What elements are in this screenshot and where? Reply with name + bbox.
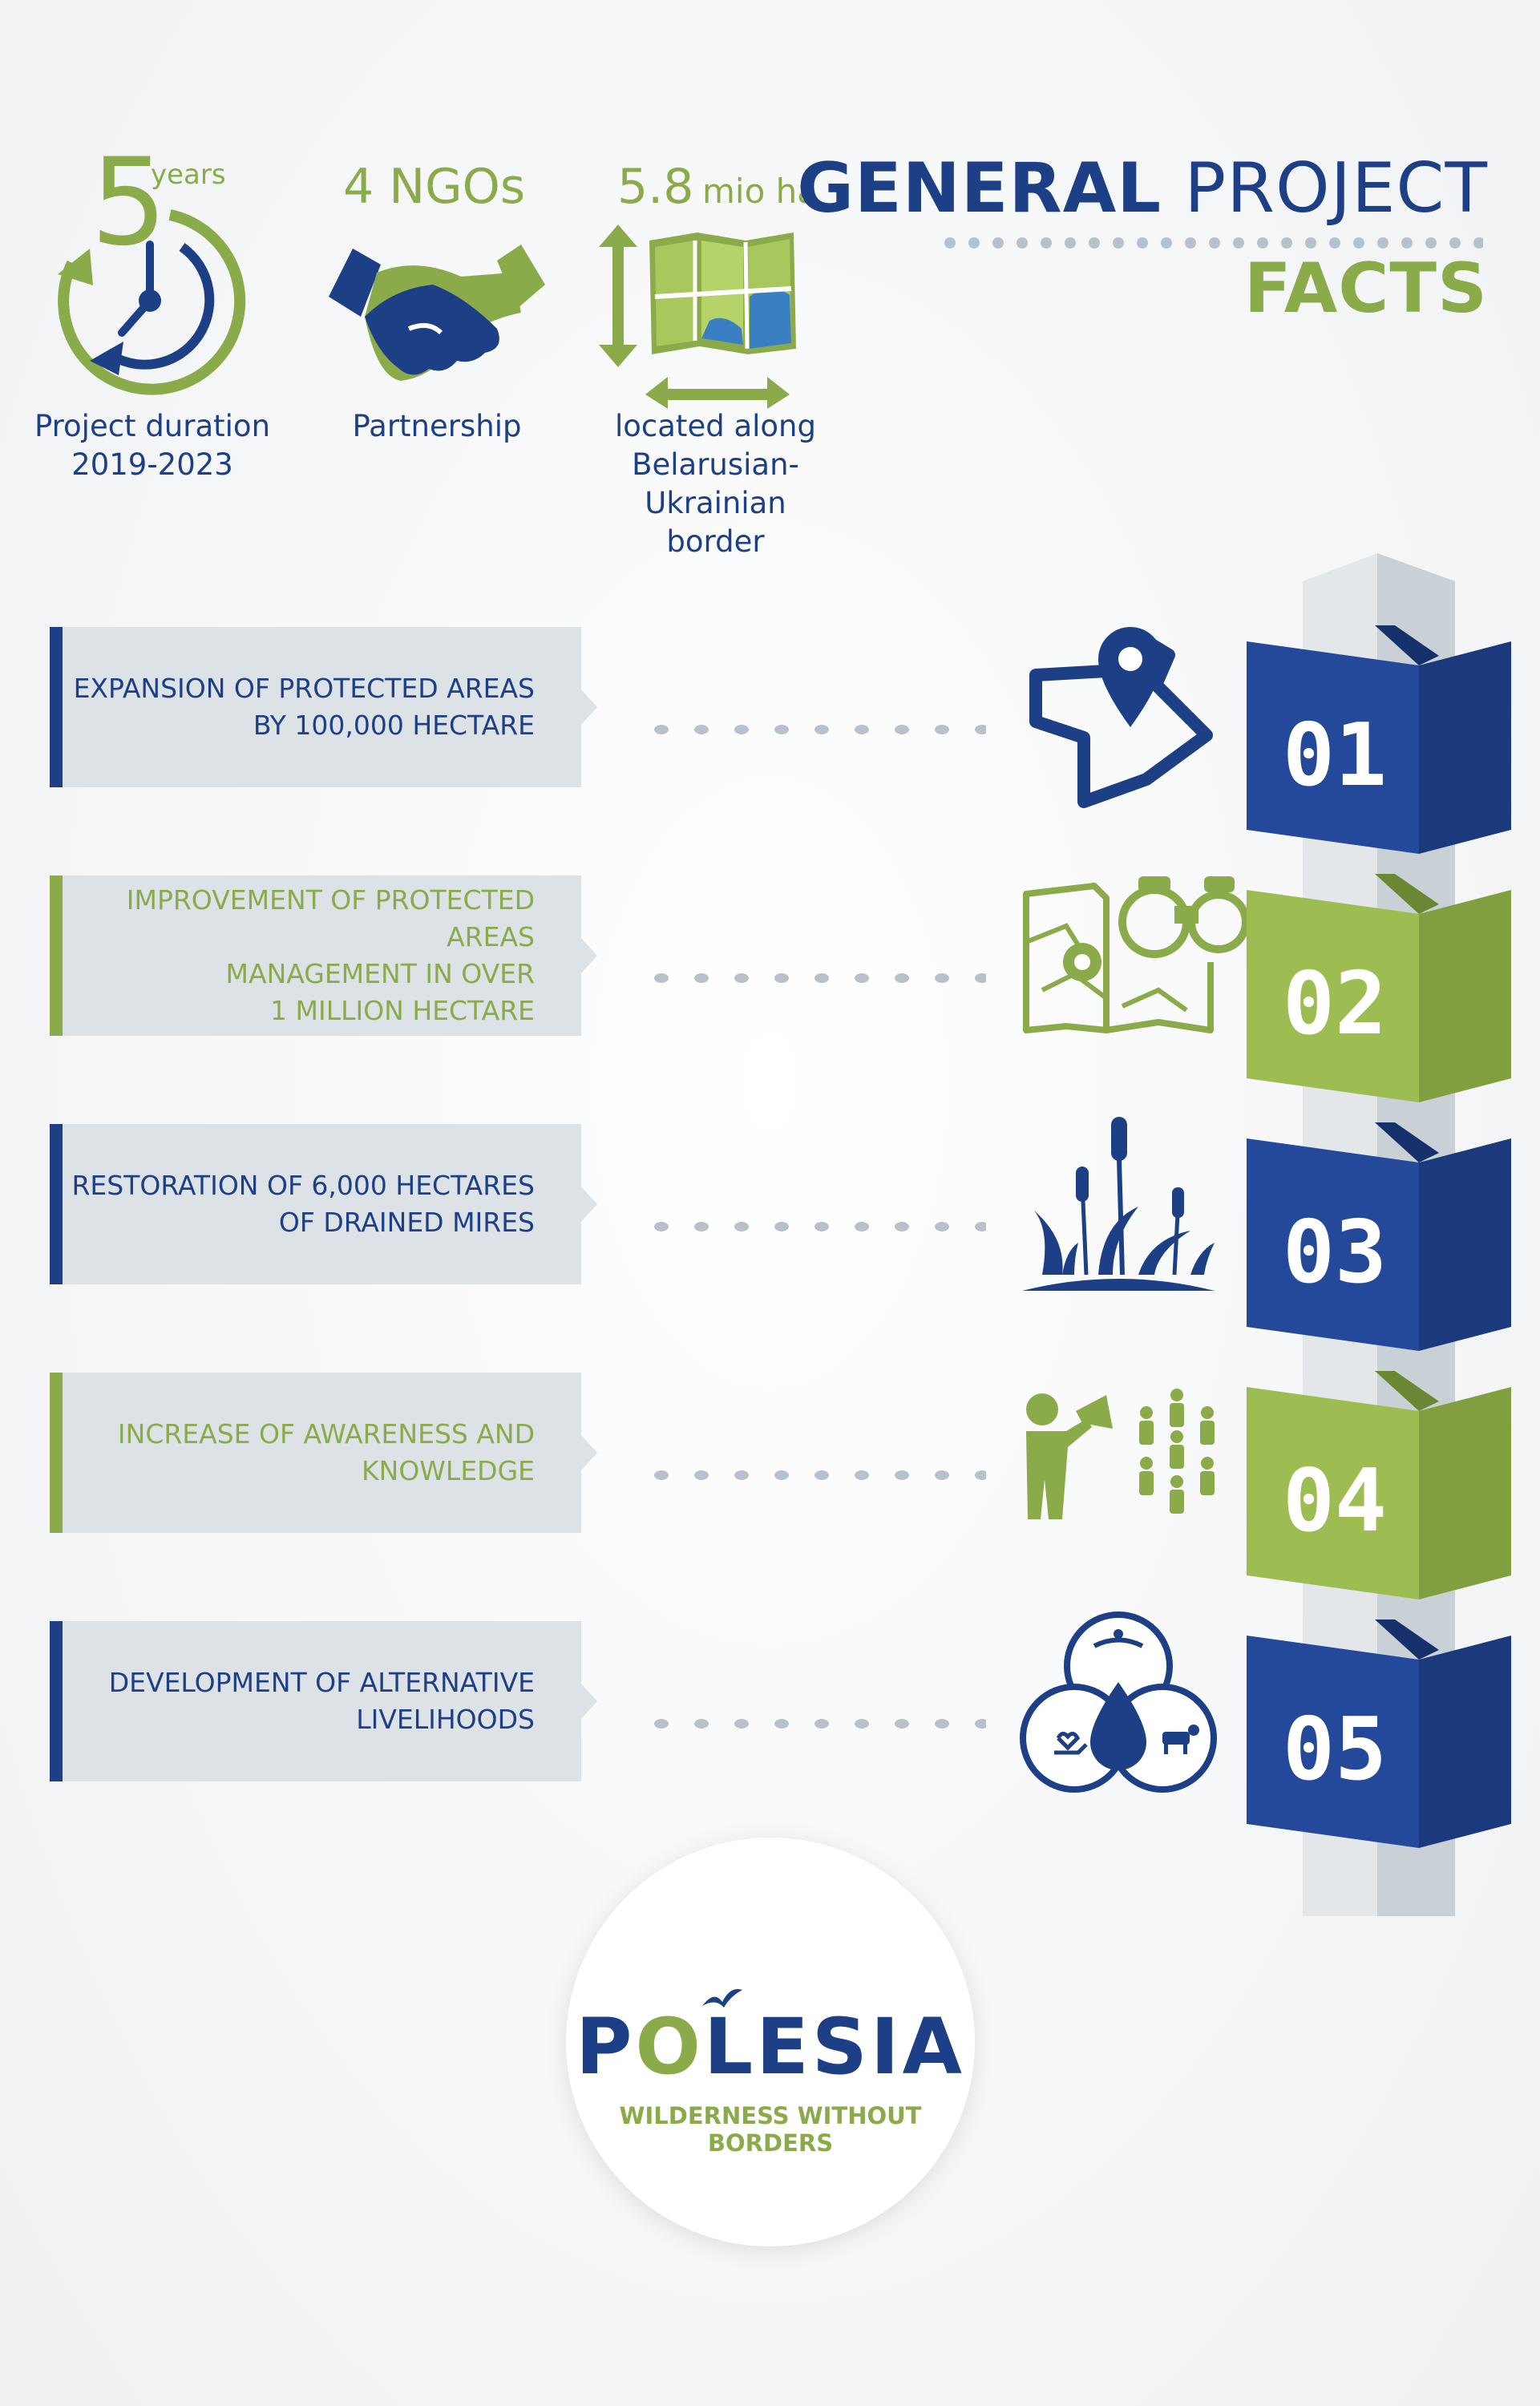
item-number: 04 [1282,1451,1388,1551]
area-number: 5.8 [617,159,694,215]
area-label-line1: located along [615,409,816,443]
duration-label-line1: Project duration [34,409,271,443]
number-block-05 [1247,1620,1511,1848]
item-connector [641,1470,986,1481]
item-line2: KNOWLEDGE [362,1455,535,1486]
item-number: 03 [1282,1203,1388,1303]
area-label-line2: Belarusian-Ukrainian [632,447,799,520]
duration-number: 5 [91,133,168,273]
area-unit: mio ha [702,172,818,211]
item-number: 02 [1282,954,1388,1054]
title-general: GENERAL [797,148,1162,228]
item-number: 05 [1282,1700,1388,1800]
item-line2: LIVELIHOODS [356,1704,535,1735]
handshake-icon [329,245,545,381]
item-line1: EXPANSION OF PROTECTED AREAS [73,673,535,704]
bird-icon [702,1989,742,2008]
area-label-line3: border [666,524,765,559]
item-text: IMPROVEMENT OF PROTECTED AREAS MANAGEMEN… [54,875,535,1036]
logo-letters-rest: LESIA [704,2002,965,2092]
title-divider [938,237,1483,249]
item-connector [641,1718,986,1729]
title-project: PROJECT [1184,148,1488,228]
livelihoods-circles-icon [1020,1611,1217,1793]
number-block-01 [1247,625,1511,854]
item-text: EXPANSION OF PROTECTED AREAS BY 100,000 … [54,627,535,787]
item-accent-bar [50,875,63,1036]
title-facts: FACTS [1243,249,1488,329]
item-line3: 1 MILLION HECTARE [270,995,535,1026]
polesia-logo: POLESIA WILDERNESS WITHOUT BORDERS [566,1838,975,2246]
item-text: DEVELOPMENT OF ALTERNATIVE LIVELIHOODS [54,1621,535,1781]
item-line2: MANAGEMENT IN OVER [225,958,535,989]
item-text: RESTORATION OF 6,000 HECTARES OF DRAINED… [54,1124,535,1284]
map-binoculars-icon [1023,876,1250,1033]
number-block-04 [1247,1371,1511,1599]
megaphone-crowd-icon [1026,1389,1215,1519]
item-accent-bar [50,627,63,787]
item-accent-bar [50,1124,63,1284]
list-item: RESTORATION OF 6,000 HECTARES OF DRAINED… [50,1124,597,1284]
partnership-label: Partnership [352,409,522,443]
logo-wordmark: POLESIA [566,2002,975,2092]
clock-cycle-icon [58,209,246,395]
item-connector [641,1221,986,1232]
item-number: 01 [1282,706,1388,806]
logo-letter-p: P [576,2002,636,2092]
duration-unit: years [151,159,226,191]
item-accent-bar [50,1621,63,1781]
logo-letter-o: O [635,2002,705,2092]
item-text: INCREASE OF AWARENESS AND KNOWLEDGE [54,1373,535,1533]
list-item: IMPROVEMENT OF PROTECTED AREAS MANAGEMEN… [50,875,597,1036]
item-line1: DEVELOPMENT OF ALTERNATIVE [108,1667,535,1698]
map-area-icon [599,224,796,409]
item-accent-bar [50,1373,63,1533]
list-item: DEVELOPMENT OF ALTERNATIVE LIVELIHOODS [50,1621,597,1781]
item-connector [641,724,986,735]
ngo-number: 4 NGOs [343,159,526,215]
area-label: located along Belarusian-Ukrainian borde… [561,407,870,561]
item-connector [641,973,986,984]
map-pin-region-icon [1029,627,1213,808]
item-line1: INCREASE OF AWARENESS AND [117,1418,535,1450]
list-item: EXPANSION OF PROTECTED AREAS BY 100,000 … [50,627,597,787]
item-line2: BY 100,000 HECTARE [253,710,535,741]
reeds-mire-icon [1022,1117,1215,1291]
list-item: INCREASE OF AWARENESS AND KNOWLEDGE [50,1373,597,1533]
logo-tagline: WILDERNESS WITHOUT BORDERS [619,2102,922,2157]
item-line1: RESTORATION OF 6,000 HECTARES [71,1170,535,1201]
number-block-03 [1247,1122,1511,1351]
page-title: GENERAL PROJECT [797,148,1488,228]
item-line2: OF DRAINED MIRES [278,1207,535,1238]
duration-label: Project duration 2019-2023 [32,407,273,484]
duration-label-line2: 2019-2023 [71,447,233,482]
item-line1: IMPROVEMENT OF PROTECTED AREAS [126,884,535,952]
number-block-02 [1247,874,1511,1102]
